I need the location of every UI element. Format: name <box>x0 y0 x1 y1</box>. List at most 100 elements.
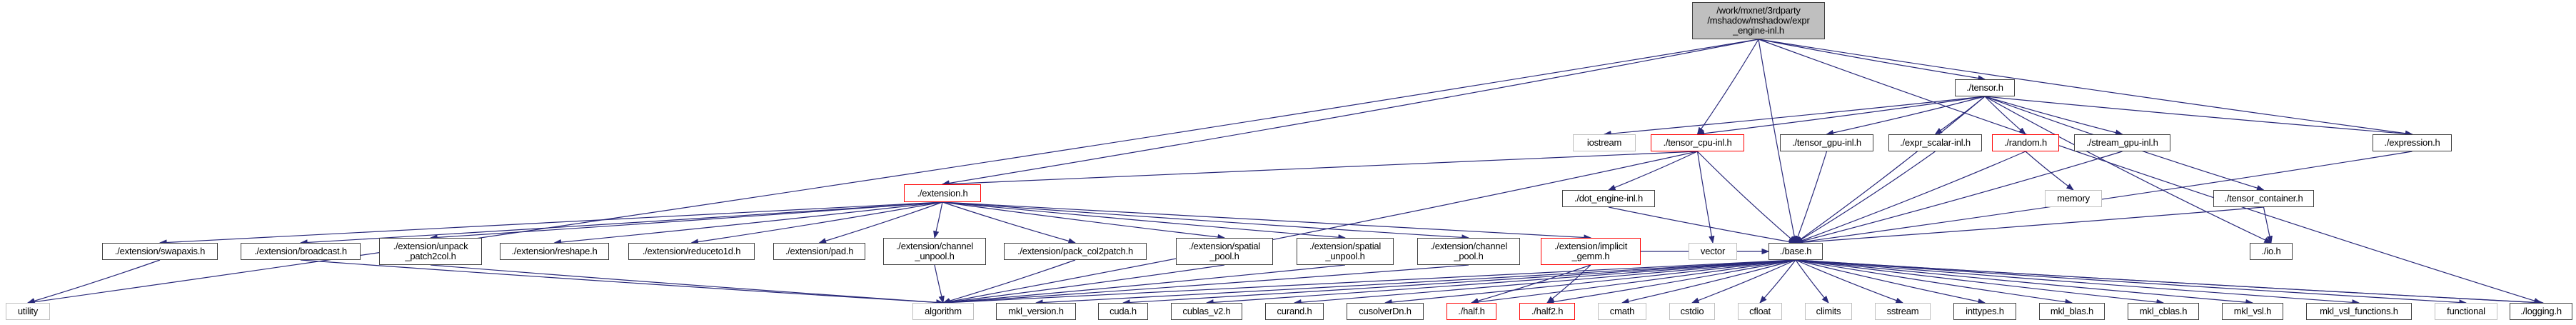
graph-node-channel_pool[interactable]: ./extension/channel _pool.h <box>1417 238 1520 265</box>
graph-node-mkl_cblas[interactable]: mkl_cblas.h <box>2128 303 2199 320</box>
graph-node-functional[interactable]: functional <box>2435 303 2497 320</box>
graph-edge <box>1794 151 2026 244</box>
graph-node-pad[interactable]: ./extension/pad.h <box>773 243 865 260</box>
graph-edge <box>1984 96 2413 137</box>
graph-node-mkl_version[interactable]: mkl_version.h <box>996 303 1076 320</box>
graph-node-mkl_vsl_functions[interactable]: mkl_vsl_functions.h <box>2306 303 2412 320</box>
graph-edge <box>1035 259 1796 306</box>
graph-edge <box>1794 151 2413 245</box>
graph-node-curand[interactable]: curand.h <box>1265 303 1324 320</box>
graph-edge <box>1795 259 2360 306</box>
graph-node-tensor_gpu[interactable]: ./tensor_gpu-inl.h <box>1780 134 1873 151</box>
graph-edge <box>818 201 943 244</box>
graph-node-logging[interactable]: ./logging.h <box>2510 303 2572 320</box>
graph-node-random[interactable]: ./random.h <box>1992 134 2059 151</box>
graph-node-half[interactable]: ./half.h <box>1447 303 1496 320</box>
graph-node-io[interactable]: ./io.h <box>2250 243 2293 260</box>
graph-node-reshape[interactable]: ./extension/reshape.h <box>500 243 609 260</box>
graph-edge <box>1384 259 1796 306</box>
graph-edge <box>941 151 1698 187</box>
graph-edge <box>1546 259 1796 305</box>
graph-node-cublas_v2[interactable]: cublas_v2.h <box>1171 303 1242 320</box>
graph-edge <box>941 39 1759 186</box>
graph-edge <box>1205 259 1796 306</box>
graph-node-inttypes[interactable]: inttypes.h <box>1953 303 2016 320</box>
graph-edge <box>1794 151 2123 244</box>
graph-edge <box>690 201 943 245</box>
graph-edge <box>430 264 945 306</box>
graph-edge <box>942 201 1347 241</box>
graph-edge <box>1795 259 1986 305</box>
graph-edge <box>26 39 1759 305</box>
graph-edge <box>1608 206 1797 245</box>
graph-edge <box>1293 259 1796 306</box>
graph-node-memory[interactable]: memory <box>2045 190 2102 207</box>
graph-edge <box>26 259 161 304</box>
graph-edge <box>159 201 943 246</box>
graph-node-stream_gpu[interactable]: ./stream_gpu-inl.h <box>2074 134 2170 151</box>
graph-node-sstream[interactable]: sstream <box>1875 303 1931 320</box>
graph-node-utility[interactable]: utility <box>6 303 50 320</box>
graph-node-cmath[interactable]: cmath <box>1598 303 1646 320</box>
graph-node-algorithm[interactable]: algorithm <box>912 303 974 320</box>
graph-edge <box>942 201 1226 241</box>
graph-node-expression[interactable]: ./expression.h <box>2373 134 2452 151</box>
graph-node-spatial_unpool[interactable]: ./extension/spatial _unpool.h <box>1297 238 1394 265</box>
graph-edge <box>1696 39 1759 135</box>
graph-edge <box>942 201 1470 241</box>
graph-edge <box>1794 151 1936 244</box>
graph-edge <box>1696 151 1715 244</box>
graph-node-root[interactable]: /work/mxnet/3rdparty /mshadow/mshadow/ex… <box>1692 2 1825 39</box>
graph-edge <box>1826 96 1986 136</box>
graph-edge <box>1696 96 1986 137</box>
graph-node-reduceto1d[interactable]: ./extension/reduceto1d.h <box>628 243 755 260</box>
graph-edge <box>942 264 1225 305</box>
graph-node-cuda[interactable]: cuda.h <box>1098 303 1148 320</box>
graph-node-iostream[interactable]: iostream <box>1573 134 1636 151</box>
graph-node-tensor[interactable]: ./tensor.h <box>1955 79 2015 96</box>
graph-node-unpack_patch2col[interactable]: ./extension/unpack _patch2col.h <box>379 238 482 265</box>
graph-edge <box>1984 96 2123 136</box>
graph-node-channel_unpool[interactable]: ./extension/channel _unpool.h <box>883 238 986 265</box>
graph-edge <box>1795 259 1904 304</box>
graph-node-dot_engine[interactable]: ./dot_engine-inl.h <box>1562 190 1655 207</box>
graph-edge <box>1795 259 2165 306</box>
graph-edge <box>1758 39 1986 81</box>
graph-node-pack_col2patch[interactable]: ./extension/pack_col2patch.h <box>1004 243 1147 260</box>
graph-edge <box>933 201 943 239</box>
graph-edge <box>300 259 945 306</box>
graph-edge <box>1795 96 1986 244</box>
graph-node-extension[interactable]: ./extension.h <box>904 184 981 202</box>
graph-node-cfloat[interactable]: cfloat <box>1738 303 1782 320</box>
graph-node-vector[interactable]: vector <box>1689 243 1737 260</box>
graph-node-climits[interactable]: climits <box>1805 303 1852 320</box>
graph-node-cstdio[interactable]: cstdio <box>1669 303 1715 320</box>
graph-edge <box>1759 259 1796 304</box>
graph-edge <box>1758 39 2542 304</box>
graph-node-base[interactable]: ./base.h <box>1769 243 1823 260</box>
graph-node-tensor_cpu[interactable]: ./tensor_cpu-inl.h <box>1651 134 1744 151</box>
graph-node-cusolverDn[interactable]: cusolverDn.h <box>1347 303 1424 320</box>
graph-edge <box>2263 206 2273 244</box>
graph-edge <box>1984 96 2273 244</box>
graph-node-swapaxis[interactable]: ./extension/swapaxis.h <box>102 243 218 260</box>
graph-node-implicit_gemm[interactable]: ./extension/implicit _gemm.h <box>1541 238 1641 265</box>
graph-edge <box>1758 39 1798 244</box>
graph-edge <box>299 201 943 246</box>
graph-node-expr_scalar[interactable]: ./expr_scalar-inl.h <box>1888 134 1982 151</box>
graph-edge <box>1984 96 2026 135</box>
graph-edge <box>1795 259 2073 305</box>
graph-edge <box>1795 151 1828 244</box>
graph-node-mkl_vsl[interactable]: mkl_vsl.h <box>2222 303 2283 320</box>
graph-node-mkl_blas[interactable]: mkl_blas.h <box>2039 303 2105 320</box>
graph-node-tensor_container[interactable]: ./tensor_container.h <box>2213 190 2314 207</box>
graph-edge <box>1795 259 2545 306</box>
graph-edge <box>942 264 1469 306</box>
graph-node-spatial_pool[interactable]: ./extension/spatial _pool.h <box>1176 238 1273 265</box>
graph-node-broadcast[interactable]: ./extension/broadcast.h <box>241 243 361 260</box>
graph-edge <box>1697 151 1796 244</box>
graph-node-half2[interactable]: ./half2.h <box>1519 303 1575 320</box>
graph-edge <box>942 151 1698 305</box>
